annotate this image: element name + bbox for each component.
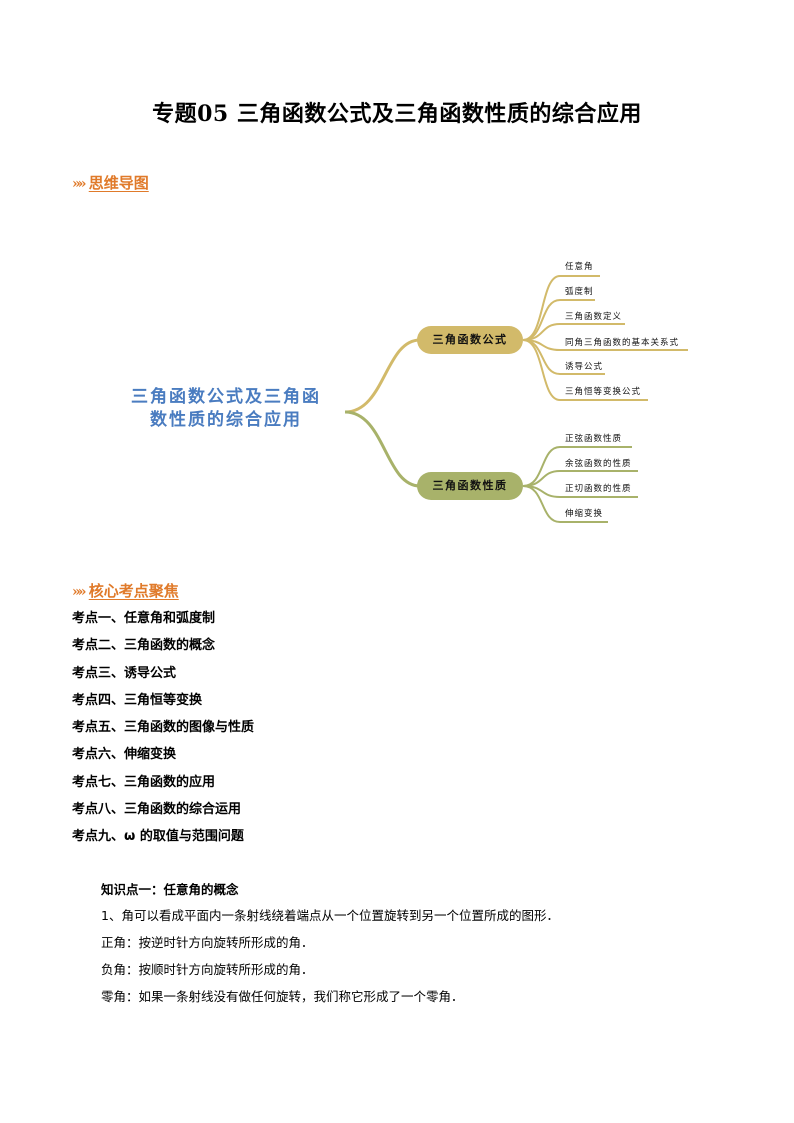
core-points-heading-label: 核心考点聚焦 — [88, 582, 179, 600]
leaf-node: 弧度制 — [565, 287, 594, 297]
mind-map-connectors — [344, 275, 688, 523]
knowledge-point-title: 知识点一：任意角的概念 — [101, 882, 239, 897]
core-point-item: 考点七、三角函数的应用 — [72, 774, 216, 790]
leaf-node: 余弦函数的性质 — [565, 459, 632, 469]
core-point-item: 考点九、ω 的取值与范围问题 — [72, 829, 244, 845]
double-chevron-icon: » — [72, 584, 81, 600]
core-point-item: 考点二、三角函数的概念 — [72, 638, 216, 654]
knowledge-line: 正角：按逆时针方向旋转所形成的角． — [101, 935, 314, 950]
core-points-list: 考点一、任意角和弧度制 考点二、三角函数的概念 考点三、诱导公式 考点四、三角恒… — [72, 608, 254, 854]
leaf-node: 三角函数定义 — [565, 312, 623, 322]
double-chevron-icon: » — [72, 176, 81, 192]
core-point-item: 考点三、诱导公式 — [72, 665, 177, 681]
leaf-node: 正切函数的性质 — [565, 484, 632, 494]
double-chevron-icon: » — [77, 584, 87, 600]
leaf-node: 伸缩变换 — [565, 509, 604, 519]
leaf-node: 正弦函数性质 — [565, 434, 623, 444]
mind-map-root: 三角函数公式及三角函 数性质的综合应用 — [118, 386, 334, 432]
mindmap-heading: »» 思维导图 — [72, 172, 149, 193]
core-point-item: 考点四、三角恒等变换 — [72, 692, 203, 708]
knowledge-line: 1、角可以看成平面内一条射线绕着端点从一个位置旋转到另一个位置所成的图形． — [101, 908, 559, 923]
document-title: 专题05 三角函数公式及三角函数性质的综合应用 — [152, 101, 642, 127]
mindmap-heading-label: 思维导图 — [88, 174, 149, 192]
core-point-item: 考点八、三角函数的综合运用 — [72, 802, 242, 818]
double-chevron-icon: » — [77, 176, 87, 192]
leaf-node: 同角三角函数的基本关系式 — [565, 338, 680, 348]
branch-trig-properties: 三角函数性质 — [417, 472, 523, 500]
leaf-node: 诱导公式 — [565, 362, 604, 372]
mind-map: 三角函数公式及三角函 数性质的综合应用 三角函数公式 三角函数性质 任意角 弧度… — [0, 240, 794, 540]
core-point-item: 考点五、三角函数的图像与性质 — [72, 720, 255, 736]
core-points-heading: »» 核心考点聚焦 — [72, 580, 179, 601]
core-point-item: 考点六、伸缩变换 — [72, 747, 177, 763]
root-line-1: 三角函数公式及三角函 — [131, 387, 321, 407]
branch-trig-formulas: 三角函数公式 — [417, 326, 523, 354]
knowledge-line: 零角：如果一条射线没有做任何旋转，我们称它形成了一个零角． — [101, 989, 464, 1004]
root-line-2: 数性质的综合应用 — [150, 410, 302, 430]
knowledge-point-section: 知识点一：任意角的概念 1、角可以看成平面内一条射线绕着端点从一个位置旋转到另一… — [101, 880, 559, 1014]
knowledge-line: 负角：按顺时针方向旋转所形成的角． — [101, 962, 314, 977]
leaf-node: 三角恒等变换公式 — [565, 387, 642, 397]
core-point-item: 考点一、任意角和弧度制 — [72, 611, 216, 626]
leaf-node: 任意角 — [565, 262, 594, 272]
